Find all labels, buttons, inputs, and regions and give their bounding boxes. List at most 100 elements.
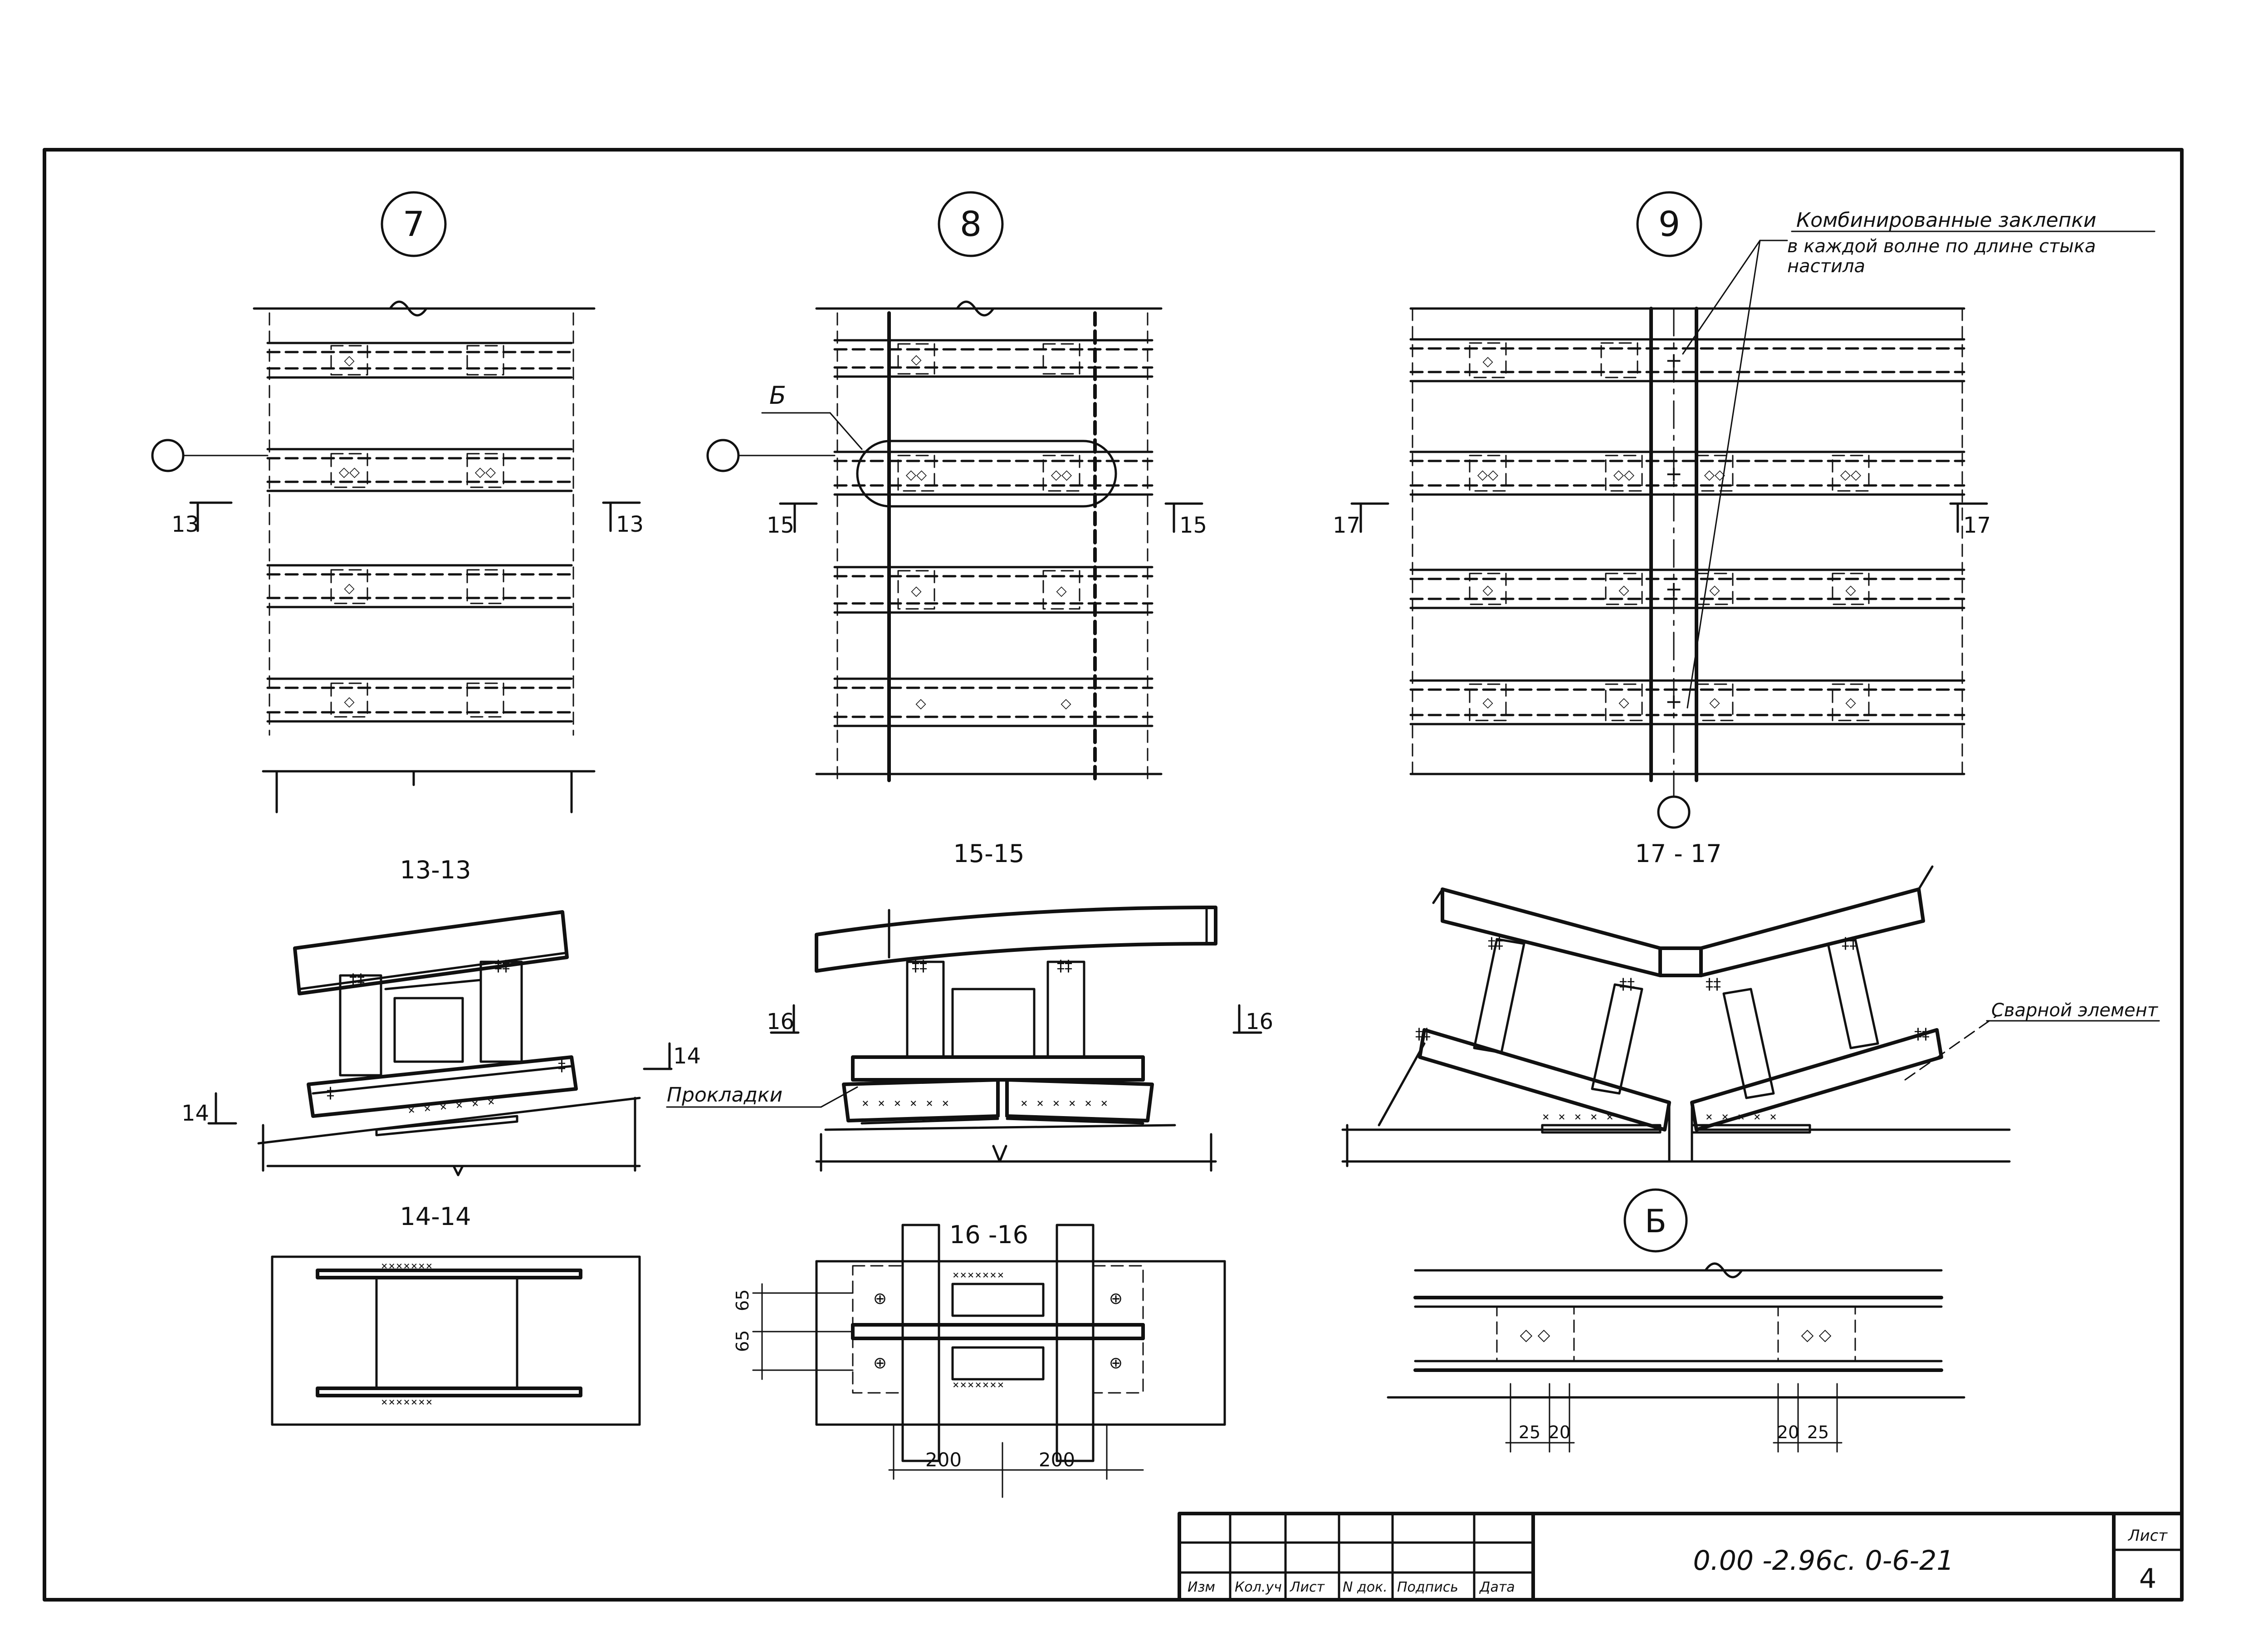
svg-text:◇: ◇ [1845,695,1856,710]
deck-rib-1: ◇ [266,342,573,379]
section-14-14-title: 14-14 [400,1202,471,1231]
svg-text:◇: ◇ [1618,695,1629,710]
deck-rib-2: ◇◇ ◇◇ [833,440,1154,508]
deck-rib-4: ◇ [266,677,573,723]
svg-text:◇: ◇ [344,353,354,368]
svg-text:◇: ◇ [344,694,354,710]
svg-text:◇: ◇ [1482,695,1493,710]
svg-text:‡‡: ‡‡ [912,957,927,975]
axis-marker-bottom-9 [1657,795,1691,829]
section-15-cut-right: 15 [1164,502,1207,538]
deck-rib-3: ◇ ◇ [833,566,1154,614]
detail-b-letter: Б [1645,1203,1667,1240]
svg-text:◇: ◇ [1709,582,1720,598]
section-15-15-title: 15-15 [953,839,1025,868]
svg-text:◇◇: ◇◇ [1477,467,1498,483]
dimension-65-vertical: 65 65 [733,1283,854,1380]
svg-text:◇◇: ◇◇ [1840,467,1861,483]
dim-65-upper: 65 [733,1289,753,1311]
svg-text:◇◇: ◇◇ [339,464,360,480]
svg-text:◇: ◇ [1618,582,1629,598]
svg-text:×××××××: ××××××× [381,1396,433,1408]
deck-rib-2: ◇◇ ◇◇ + ◇◇ ◇◇ [1409,451,1965,496]
dim-20-left: 20 [1549,1422,1570,1442]
svg-text:×××××××: ××××××× [953,1269,1005,1281]
section-15-cut-left: 15 [767,502,818,538]
svg-text:◇◇: ◇◇ [906,467,927,483]
tb-header-izm: Изм [1188,1579,1215,1595]
deck-rib-3: ◇ ◇ + ◇ ◇ [1409,568,1965,609]
dim-200-left: 200 [925,1449,962,1471]
svg-text:◇: ◇ [1061,696,1071,711]
tb-header-kolich: Кол.уч [1235,1579,1282,1595]
detail-9-number: 9 [1658,204,1680,244]
detail-9-plan: 9 ◇ + ◇◇ ◇◇ + ◇◇ ◇◇ [1333,191,2156,829]
svg-text:◇◇: ◇◇ [1613,467,1634,483]
svg-text:×××××××: ××××××× [953,1378,1005,1391]
dim-200-right: 200 [1039,1449,1075,1471]
deck-rib-4: ◇ ◇ + ◇ ◇ [1409,679,1965,725]
dimension-200-horizontal: 200 200 [888,1424,1144,1498]
axis-marker-left-7 [151,439,185,472]
section-13-cut-right: 13 [602,501,644,537]
svg-text:⊕: ⊕ [1109,1289,1123,1308]
svg-text:× × × × × ×: × × × × × × [862,1097,950,1110]
title-block: Изм Кол.уч Лист N док. Подпись Дата 0.00… [1178,1512,2184,1602]
svg-text:‡‡: ‡‡ [1415,1025,1431,1043]
section-14-14: 14-14 ××××××× ××××××× [271,1202,641,1426]
gaskets-label: Прокладки [667,1083,782,1107]
svg-text:◇: ◇ [1482,353,1493,369]
dim-25-right: 25 [1807,1422,1829,1442]
detail-7-mark [381,191,447,257]
svg-text:‡‡: ‡‡ [1488,934,1503,952]
svg-text:◇: ◇ [911,583,921,599]
svg-text:◇: ◇ [344,580,354,596]
sheet-number: 4 [2139,1563,2156,1595]
svg-text:◇◇: ◇◇ [1051,467,1072,483]
svg-text:15: 15 [1179,513,1207,538]
tb-header-ndok: N док. [1343,1579,1388,1595]
deck-rib-2: ◇◇ ◇◇ [266,448,573,492]
deck-rib-1: ◇ + [1409,338,1965,382]
combined-rivets-note-line2: настила [1787,256,1865,277]
tb-header-list: Лист [1290,1579,1325,1595]
welded-element-leader: Сварной элемент [1986,1000,2160,1022]
svg-text:‡‡: ‡‡ [1057,957,1072,975]
svg-text:13: 13 [616,512,644,537]
combined-rivets-note-line1: в каждой волне по длине стыка [1787,236,2096,257]
svg-text:17: 17 [1963,513,1991,538]
svg-text:× × × × ×: × × × × × [1706,1110,1778,1124]
svg-text:⊕: ⊕ [873,1289,887,1308]
svg-text:◇ ◇: ◇ ◇ [1801,1326,1832,1344]
svg-text:13: 13 [171,512,199,537]
svg-text:‡‡: ‡‡ [1706,975,1721,993]
section-13-13-title: 13-13 [400,856,471,884]
section-16-cut-left: 16 [767,1004,800,1034]
tb-header-podpis: Подпись [1397,1579,1458,1595]
dim-20-right: 20 [1777,1422,1799,1442]
section-14-cut-left: 14 [181,1092,237,1126]
svg-text:15: 15 [767,513,794,538]
svg-text:◇: ◇ [1056,583,1066,599]
svg-text:◇ ◇: ◇ ◇ [1520,1326,1550,1344]
svg-text:‡: ‡ [327,1084,334,1102]
combined-rivets-title: Комбинированные заклепки [1796,209,2097,232]
section-17-17-title: 17 - 17 [1635,839,1721,868]
detail-b-callout-outline [856,440,1117,508]
dim-65-lower: 65 [733,1330,753,1352]
svg-text:‡‡: ‡‡ [1914,1025,1930,1043]
detail-8-mark [938,191,1004,257]
svg-text:◇: ◇ [1709,695,1720,710]
svg-text:◇: ◇ [1845,582,1856,598]
svg-text:‡‡: ‡‡ [349,970,365,989]
svg-text:× × × × × ×: × × × × × × [1021,1097,1109,1110]
dimension-20-25-right: 20 25 [1773,1383,1843,1453]
svg-text:‡: ‡ [558,1057,566,1075]
detail-b: Б ◇ ◇ ◇ ◇ 25 20 20 25 [1387,1188,1965,1453]
gaskets-leader: Прокладки [666,1083,858,1108]
dimension-25-20-left: 25 20 [1505,1383,1575,1453]
welded-element-label: Сварной элемент [1991,1000,2159,1021]
svg-text:◇: ◇ [1482,582,1493,598]
svg-text:14: 14 [181,1101,209,1126]
section-16-16-title: 16 -16 [949,1220,1028,1249]
